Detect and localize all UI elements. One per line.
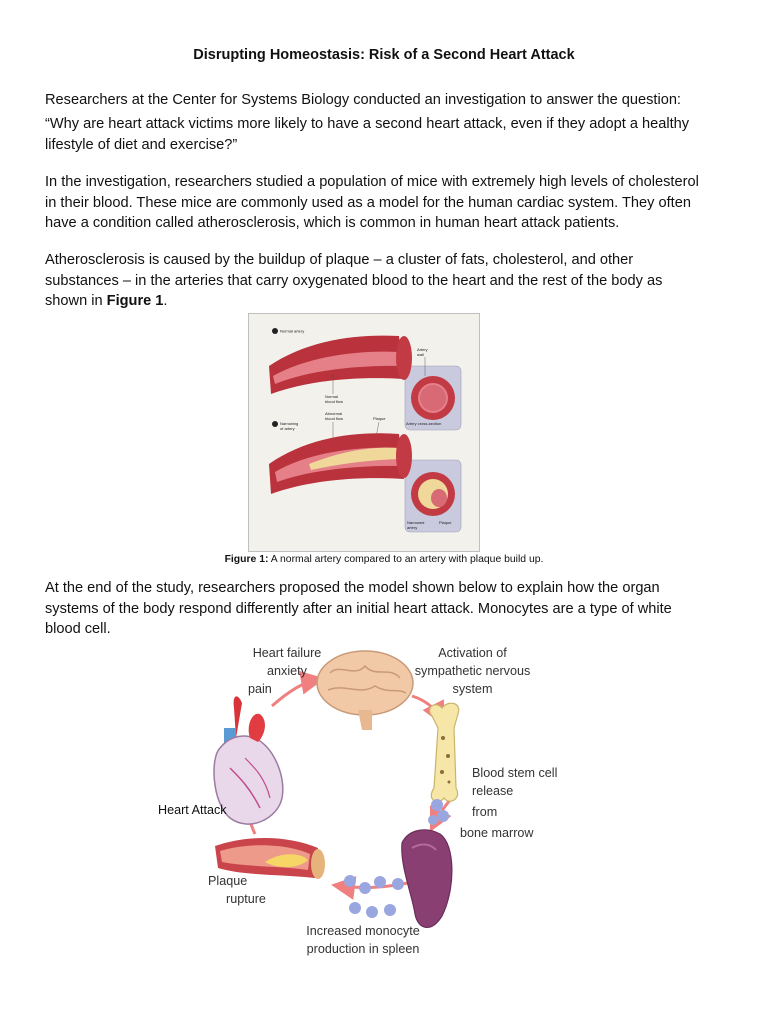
text-span: shown in [45,293,107,309]
label-artery-wall-2: wall [417,352,424,357]
label-heart-failure: Heart failure anxiety pain [242,644,332,698]
arrow-heart-to-brain [271,670,325,708]
paragraph-line: In the investigation, researchers studie… [45,174,699,190]
paragraph-model: At the end of the study, researchers pro… [45,578,735,640]
narrowed-artery-opening [396,434,412,478]
label-narrowed-2: artery [407,525,417,530]
plaque-buildup [309,447,400,470]
paragraph-line: lifestyle of diet and exercise?” [45,136,238,153]
label-line: bone marrow [460,826,534,840]
text-span: . [163,293,168,309]
label-narrowing-1: Narrowing [280,421,298,426]
label-normal-flow-2: blood flow [325,399,343,404]
label-narrowing-2: of artery [280,426,295,431]
label-line: system [452,682,493,696]
cycle-illustration [213,650,460,928]
label-line: Heart failure [252,646,322,660]
label-artery-wall-1: Artery [417,347,428,352]
label-normal-artery: Normal artery [280,329,304,334]
label-heart-attack: Heart Attack [158,803,227,817]
paragraph-line: shown in Figure 1. [45,291,735,312]
paragraph-line: Atherosclerosis is caused by the buildup… [45,252,634,268]
paragraph-investigation: In the investigation, researchers studie… [45,172,735,234]
label-line: Blood stem cell [472,766,558,780]
paragraph-line: “Why are heart attack victims more likel… [45,116,690,132]
brain-icon [316,650,414,730]
bone-marrow-icon [429,702,460,803]
caption-text: A normal artery compared to an artery wi… [268,554,544,565]
paragraph-line: have a condition called atherosclerosis,… [45,215,620,231]
stem-cells-icon [428,799,449,825]
label-abnormal-flow-1: Abnormal [325,411,342,416]
figure-reference: Figure 1 [106,293,164,309]
label-line: anxiety [267,664,307,678]
label-plaque-rupture: Plaque rupture [208,872,266,908]
label-normal-flow-1: Normal [325,394,338,399]
label-line: Plaque [208,874,248,888]
label-line: production in spleen [306,942,420,956]
page-title: Disrupting Homeostasis: Risk of a Second… [193,47,575,63]
label-a-marker [272,328,278,334]
paragraph-line: Researchers at the Center for Systems Bi… [45,92,681,108]
caption-label: Figure 1: [224,554,269,565]
heart-attack-cycle-diagram: Heart failure anxiety pain Activation of… [150,638,600,968]
label-monocyte-production: Increased monocyte production in spleen [288,922,438,958]
label-line: pain [248,682,272,696]
spleen-icon [401,829,453,928]
label-blood-stem-cell-release: Blood stem cell release from bone marrow [460,764,558,842]
label-plaque: Plaque [373,416,386,421]
label-artery-cross-section: Artery cross-section [406,421,441,426]
label-line: sympathetic nervous [414,664,531,678]
paragraph-atherosclerosis: Atherosclerosis is caused by the buildup… [45,250,735,312]
figure-1-caption: Figure 1: A normal artery compared to an… [0,554,768,565]
figure-1-artery-diagram: Normal artery Artery wall Normal blood f… [248,313,480,552]
label-line: release [472,784,514,798]
paragraph-line: At the end of the study, researchers pro… [45,580,660,596]
label-narrowed-1: Narrowed [407,520,424,525]
label-line: from [472,805,498,819]
monocytes-icon [344,875,404,918]
paragraph-intro: Researchers at the Center for Systems Bi… [45,90,735,111]
normal-artery-lumen [273,351,401,384]
artery-illustration: Normal artery Artery wall Normal blood f… [269,328,462,533]
plaque-rupture-icon [215,837,325,879]
paragraph-line: in their blood. These mice are commonly … [45,194,691,211]
label-line: Increased monocyte [306,924,420,938]
label-sympathetic-activation: Activation of sympathetic nervous system [405,644,540,698]
label-line: rupture [226,892,266,906]
heart-icon [213,696,284,825]
label-plaque-2: Plaque [439,520,452,525]
paragraph-line: substances – in the arteries that carry … [45,272,663,289]
label-b-marker [272,421,278,427]
label-abnormal-flow-2: blood flow [325,416,343,421]
normal-artery-opening [396,336,412,380]
label-line: Activation of [438,646,507,660]
paragraph-question: “Why are heart attack victims more likel… [45,114,735,155]
paragraph-line: systems of the body respond differently … [45,600,672,617]
paragraph-line: blood cell. [45,621,111,637]
